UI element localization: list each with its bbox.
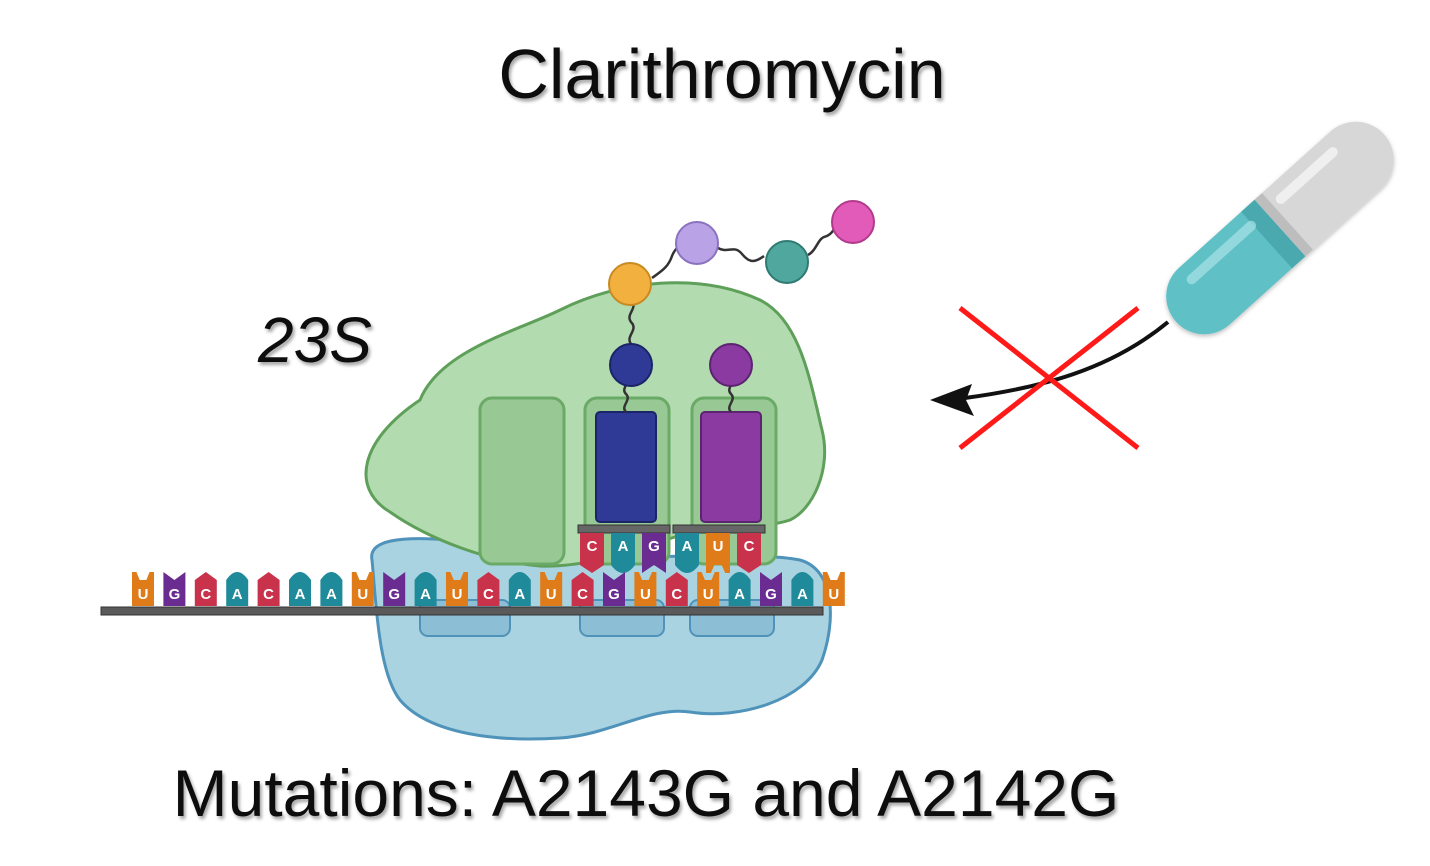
nucleotide-letter: U [452,586,463,603]
nucleotide-g: G [760,572,782,606]
nucleotide-letter: A [797,586,808,603]
nucleotide-c: C [477,572,500,606]
linker-chain-3 [717,246,765,263]
nucleotide-g: G [603,572,625,606]
nucleotide-letter: A [514,586,525,603]
nucleotide-c: C [257,572,280,606]
amino-acid-a [709,343,753,387]
nucleotide-letter: C [671,586,682,603]
nucleotide-u: U [132,572,154,606]
title: Clarithromycin [498,35,945,113]
nucleotide-c: C [571,572,594,606]
nucleotide-letter: G [608,586,620,603]
nucleotide-a: A [611,533,635,573]
anticodon-bar-a [672,524,766,534]
amino-acid-pink [831,200,875,244]
nucleotide-letter: A [295,586,306,603]
nucleotide-letter: C [263,586,274,603]
small-subunit [370,537,832,741]
nucleotide-u: U [706,533,730,573]
nucleotide-u: U [634,572,657,606]
nucleotide-letter: U [640,586,651,603]
trna-p-body [595,411,657,523]
nucleotide-letter: C [577,586,588,603]
red-x-icon [958,306,1140,450]
nucleotide-u: U [446,572,468,606]
nucleotide-u: U [351,572,374,606]
nucleotide-g: G [163,572,186,606]
nucleotide-a: A [320,572,343,606]
linker-chain-4 [807,224,838,257]
nucleotide-letter: A [618,538,629,555]
nucleotide-a: A [728,572,751,606]
anticodon-bar-p [577,524,671,534]
nucleotide-letter: A [734,586,745,603]
trna-a-body [700,411,762,523]
nucleotide-g: G [642,533,666,573]
nucleotide-c: C [580,533,604,573]
nucleotide-letter: G [765,586,777,603]
nucleotide-a: A [414,572,437,606]
nucleotide-letter: C [587,538,598,555]
nucleotide-g: G [383,572,406,606]
nucleotide-c: C [665,572,688,606]
nucleotide-c: C [737,533,761,573]
nucleotide-letter: U [703,586,714,603]
nucleotide-a: A [791,572,814,606]
capsule-icon [1166,121,1394,335]
nucleotide-letter: U [713,538,724,555]
nucleotide-letter: G [648,538,660,555]
nucleotide-letter: A [682,538,693,555]
nucleotide-letter: G [388,586,400,603]
nucleotide-letter: U [357,586,368,603]
nucleotide-a: A [289,572,311,606]
nucleotide-letter: C [200,586,211,603]
nucleotide-letter: U [828,586,839,603]
curved-arrow-icon [930,320,1170,416]
nucleotide-a: A [508,572,531,606]
nucleotide-a: A [226,572,249,606]
mrna-backbone [100,606,824,616]
amino-acid-teal [765,240,809,284]
amino-acid-orange [608,262,652,306]
e-site [478,396,566,566]
nucleotide-letter: C [744,538,755,555]
nucleotide-a: A [675,533,699,573]
nucleotide-letter: C [483,586,494,603]
nucleotide-letter: U [546,586,557,603]
mutations-label: Mutations: A2143G and A2142G [173,756,1120,830]
nucleotide-letter: U [138,586,149,603]
nucleotide-u: U [697,572,720,606]
subunit-label: 23S [257,304,372,376]
amino-acid-lavender [675,221,719,265]
nucleotide-u: U [822,572,845,606]
nucleotide-c: C [194,572,217,606]
nucleotide-letter: A [326,586,337,603]
nucleotide-u: U [540,572,563,606]
nucleotide-letter: G [169,586,181,603]
nucleotide-letter: A [420,586,431,603]
amino-acid-p [609,343,653,387]
linker-chain-1 [628,299,635,345]
nucleotide-letter: A [232,586,243,603]
